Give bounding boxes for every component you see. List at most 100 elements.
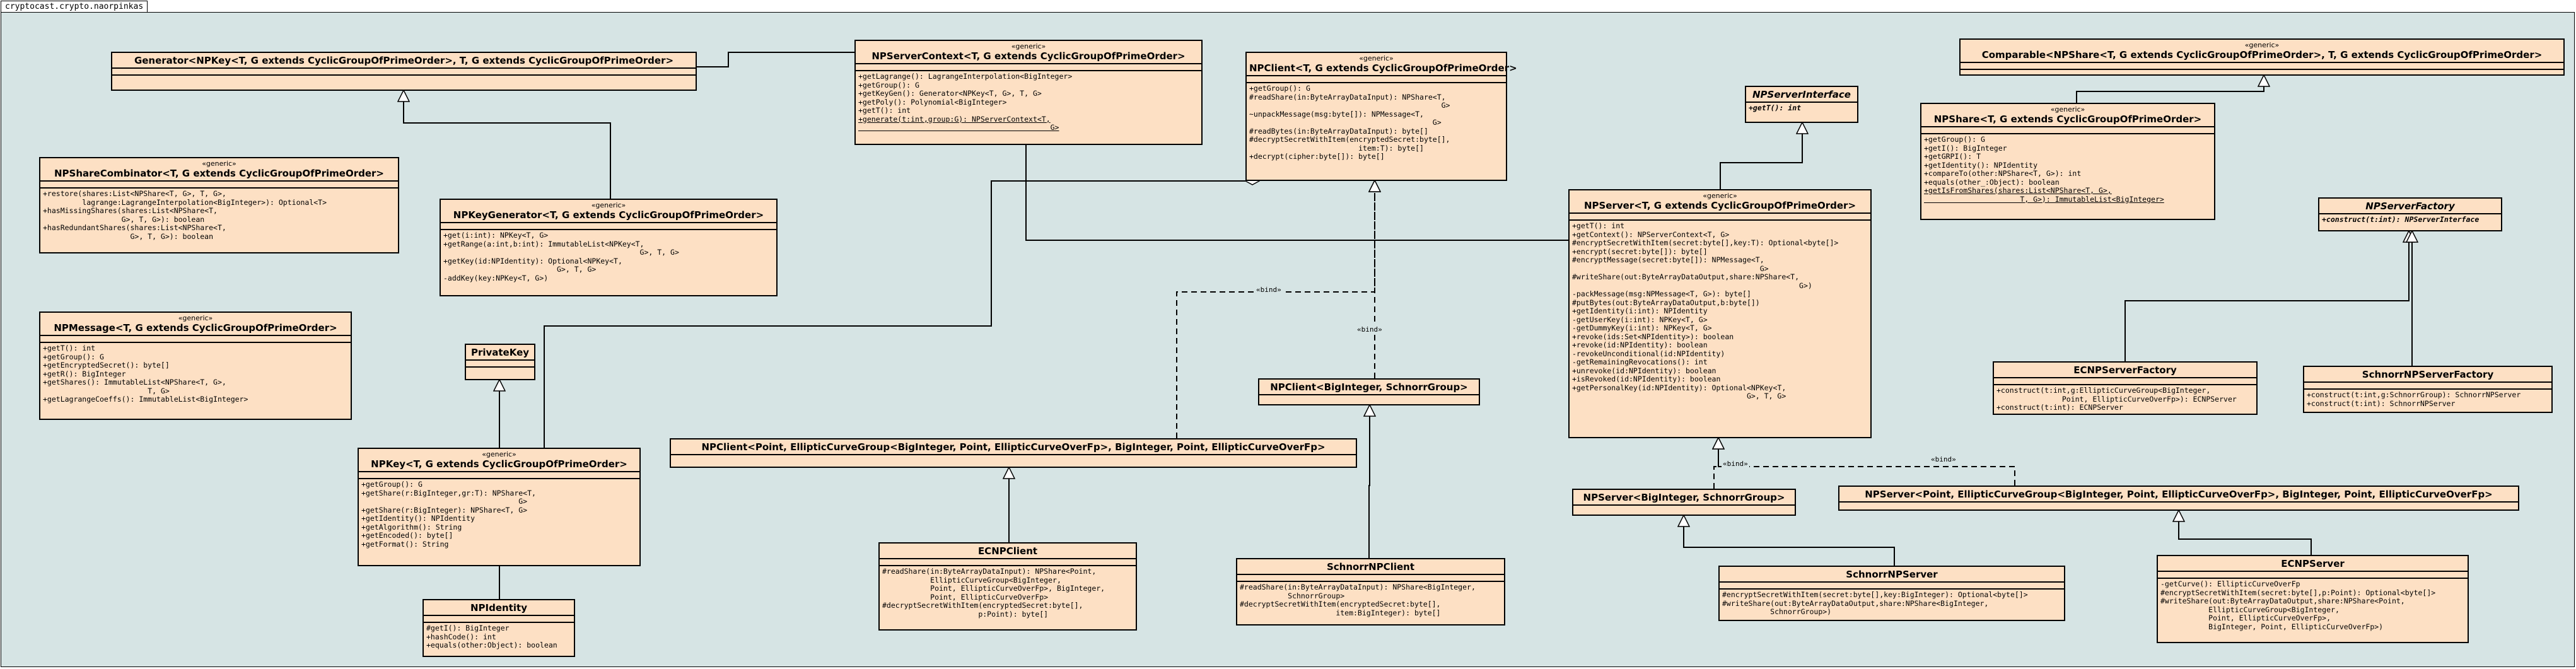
class-member: +getIdentity(): NPIdentity (1924, 160, 2038, 170)
class-name: NPClient<BigInteger, SchnorrGroup> (1270, 381, 1468, 393)
class-name: NPServerFactory (2365, 201, 2455, 212)
class-member: #encryptSecretWithItem(secret:byte[],p:P… (2160, 588, 2436, 597)
class-member: +compareTo(other:NPShare<T, G>): int (1924, 169, 2082, 178)
class-section (1961, 70, 2563, 76)
class-section: #getI(): BigInteger+hashCode(): int+equa… (424, 623, 574, 651)
class-section (359, 472, 639, 479)
class-member: #writeShare(out:ByteArrayDataOutput,shar… (1572, 272, 1812, 290)
class-npkeygenerator[interactable]: «generic»NPKeyGenerator<T, G extends Cyc… (440, 199, 778, 296)
class-member: -revokeUnconditional(id:NPIdentity) (1572, 349, 1725, 358)
class-section (1573, 506, 1795, 511)
class-npsharecombinator[interactable]: «generic»NPShareCombinator<T, G extends … (39, 157, 399, 253)
class-npserver-point[interactable]: NPServer<Point, EllipticCurveGroup<BigIn… (1838, 486, 2519, 511)
class-member: #encryptSecretWithItem(secret:byte[],key… (1722, 590, 2028, 599)
class-member: +getT(): int (43, 344, 96, 352)
class-member: #encryptMessage(secret:byte[]): NPMessag… (1572, 255, 1769, 273)
class-comparable[interactable]: «generic»Comparable<NPShare<T, G extends… (1959, 38, 2565, 76)
class-npserver[interactable]: «generic»NPServer<T, G extends CyclicGro… (1568, 189, 1872, 438)
class-stereotype: «generic» (202, 160, 236, 168)
bind-label-server-ec: «bind» (1930, 455, 1957, 463)
class-npmessage[interactable]: «generic»NPMessage<T, G extends CyclicGr… (39, 311, 352, 420)
class-header: «generic»NPServerContext<T, G extends Cy… (856, 41, 1201, 64)
class-generator[interactable]: Generator<NPKey<T, G extends CyclicGroup… (111, 52, 697, 91)
class-header: «generic»NPServer<T, G extends CyclicGro… (1570, 190, 1870, 214)
class-npservercontext[interactable]: «generic»NPServerContext<T, G extends Cy… (854, 40, 1203, 145)
class-section: +construct(t:int,g:SchnorrGroup): Schnor… (2304, 390, 2551, 409)
class-stereotype: «generic» (2244, 41, 2280, 49)
class-member: +getAlgorithm(): String (361, 522, 462, 532)
class-section: #readShare(in:ByteArrayDataInput): NPSha… (880, 566, 1136, 620)
class-header: SchnorrNPServer (1720, 567, 2064, 583)
class-npclient[interactable]: «generic»NPClient<T, G extends CyclicGro… (1245, 52, 1517, 181)
class-header: «generic»Comparable<NPShare<T, G extends… (1961, 40, 2563, 63)
class-member: +getPoly(): Polynomial<BigInteger> (858, 97, 1007, 107)
class-name: ECNPServer (2281, 558, 2345, 569)
class-member: +getIdentity(i:int): NPIdentity (1572, 306, 1708, 315)
class-header: «generic»NPMessage<T, G extends CyclicGr… (40, 313, 351, 336)
class-member: #readBytes(in:ByteArrayDataInput): byte[… (1249, 126, 1428, 136)
class-section: -getCurve(): EllipticCurveOverFp#encrypt… (2158, 579, 2468, 632)
class-header: «generic»NPShareCombinator<T, G extends … (40, 158, 398, 182)
class-member: +getGroup(): G (858, 80, 919, 90)
bind-label-server-big: «bind» (1722, 460, 1749, 468)
class-name: NPShareCombinator<T, G extends CyclicGro… (54, 168, 384, 179)
class-npserverfactory[interactable]: NPServerFactory+construct(t:int): NPServ… (2318, 197, 2502, 231)
class-member: +equals(other_:Object): boolean (1924, 177, 2060, 187)
class-member: #readShare(in:ByteArrayDataInput): NPSha… (882, 567, 1105, 602)
class-ecnpserver[interactable]: ECNPServer -getCurve(): EllipticCurveOver… (2157, 555, 2469, 643)
class-member: #decryptSecretWithItem(encryptedSecret:b… (882, 601, 1083, 619)
class-npserver-biginteger[interactable]: NPServer<BigInteger, SchnorrGroup> (1572, 489, 1796, 516)
class-name: Generator<NPKey<T, G extends CyclicGroup… (134, 55, 674, 66)
class-member: +getKeyGen(): Generator<NPKey<T, G>, T, … (858, 89, 1042, 98)
class-privatekey[interactable]: PrivateKey (465, 344, 535, 380)
class-header: NPServer<Point, EllipticCurveGroup<BigIn… (1839, 487, 2518, 503)
class-section (1961, 63, 2563, 70)
class-member: +getLagrangeCoeffs(): ImmutableList<BigI… (43, 395, 248, 404)
class-npshare[interactable]: «generic»NPShare<T, G extends CyclicGrou… (1920, 103, 2215, 220)
class-section (2304, 383, 2551, 390)
class-header: PrivateKey (466, 345, 534, 361)
class-npkey[interactable]: «generic»NPKey<T, G extends CyclicGroupO… (358, 448, 641, 566)
class-member: +getGroup(): G (43, 352, 104, 361)
class-member: +encrypt(secret:byte[]): byte[] (1572, 247, 1708, 256)
class-npidentity[interactable]: NPIdentity#getI(): BigInteger+hashCode()… (423, 599, 575, 657)
class-section (1237, 575, 1504, 582)
class-member: +revoke(ids:Set<NPIdentity>): boolean (1572, 332, 1734, 341)
class-member: #readShare(in:ByteArrayDataInput): NPSha… (1240, 583, 1476, 600)
class-section: +getGroup(): G+getI(): BigInteger+getGRP… (1921, 134, 2214, 205)
class-name: NPShare<T, G extends CyclicGroupOfPrimeO… (1933, 113, 2202, 125)
class-member: +getGroup(): G (361, 480, 423, 489)
class-npclient-biginteger[interactable]: NPClient<BigInteger, SchnorrGroup> (1258, 378, 1480, 405)
class-ecnpclient[interactable]: ECNPClient#readShare(in:ByteArrayDataInp… (878, 542, 1137, 631)
class-section: +get(i:int): NPKey<T, G>+getRange(a:int,… (441, 230, 776, 284)
class-member: -addKey(key:NPKey<T, G>) (443, 273, 549, 282)
class-schnorrnpserver[interactable]: SchnorrNPServer #encryptSecretWithItem(se… (1718, 566, 2065, 621)
class-section: #readShare(in:ByteArrayDataInput): NPSha… (1237, 582, 1504, 619)
class-name: NPServer<BigInteger, SchnorrGroup> (1583, 492, 1785, 503)
class-header: ECNPServerFactory (1994, 363, 2256, 378)
class-stereotype: «generic» (1359, 54, 1394, 62)
class-stereotype: «generic» (1703, 192, 1737, 200)
class-member: +getIdentity(): NPIdentity (361, 514, 475, 523)
class-header: NPServerFactory (2319, 199, 2501, 214)
class-schnorrnpserverfactory[interactable]: SchnorrNPServerFactory+construct(t:int,g… (2303, 366, 2553, 413)
class-name: NPMessage<T, G extends CyclicGroupOfPrim… (54, 322, 337, 334)
class-member: +restore(shares:List<NPShare<T, G>, T, G… (43, 189, 327, 207)
class-section (40, 182, 398, 189)
class-member: +getT(): int (1572, 221, 1625, 230)
class-header: NPClient<BigInteger, SchnorrGroup> (1259, 380, 1479, 395)
class-section: +getGroup(): G+getShare(r:BigInteger,gr:… (359, 479, 639, 550)
class-header: «generic»NPKey<T, G extends CyclicGroupO… (359, 449, 639, 472)
class-member: +getPersonalKey(id:NPIdentity): Optional… (1572, 383, 1786, 400)
class-name: PrivateKey (470, 347, 530, 358)
class-stereotype: «generic» (1011, 42, 1046, 50)
class-schnorrnpclient[interactable]: SchnorrNPClient#readShare(in:ByteArrayDa… (1236, 558, 1505, 625)
class-ecnpserverfactory[interactable]: ECNPServerFactory+construct(t:int,g:Elli… (1993, 361, 2258, 415)
class-section (1570, 214, 1870, 221)
class-npclient-point[interactable]: NPClient<Point, EllipticCurveGroup<BigIn… (670, 438, 1357, 468)
class-header: NPServer<BigInteger, SchnorrGroup> (1573, 490, 1795, 506)
class-member: #encryptSecretWithItem(secret:byte[],key… (1572, 238, 1839, 247)
class-npserverinterface[interactable]: NPServerInterface+getT(): int (1745, 86, 1858, 123)
class-member: ~unpackMessage(msg:byte[]): NPMessage<T,… (1249, 109, 1442, 127)
package-tab: cryptocast.crypto.naorpinkas (1, 1, 148, 12)
